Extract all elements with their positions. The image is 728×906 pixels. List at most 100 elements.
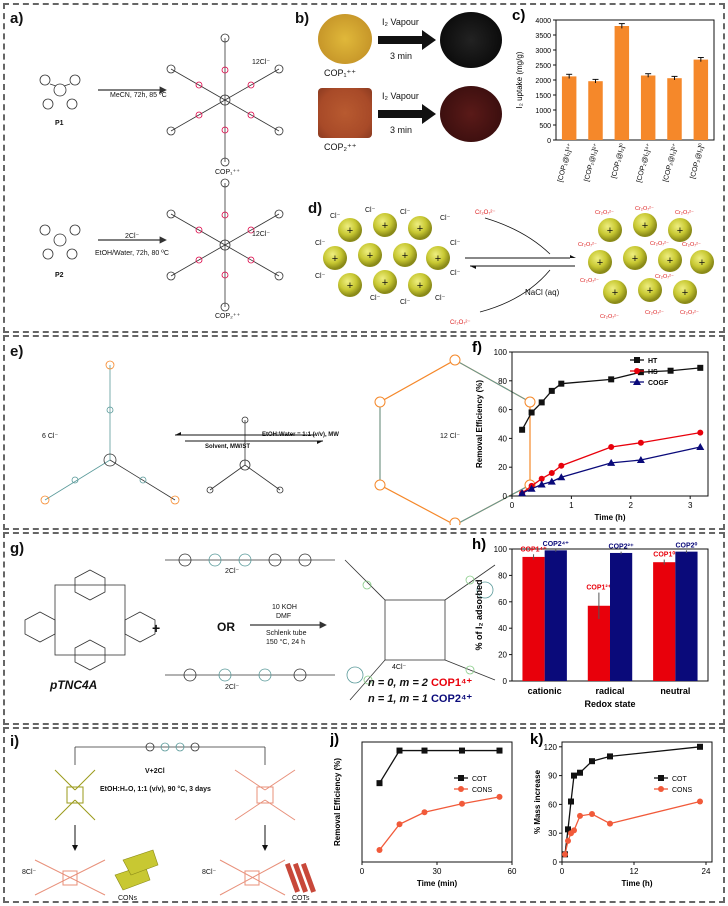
chart-h-bar-label: COP1⁴⁺ <box>520 546 547 553</box>
chart-h-bar <box>587 605 610 681</box>
chart-j-legend-marker <box>458 775 464 781</box>
svg-text:Cl⁻: Cl⁻ <box>440 215 451 222</box>
chart-c-xtick-label: [COP₁@I₂]²⁺ <box>584 142 601 182</box>
chart-j-legend-label: CONS <box>472 787 493 794</box>
svg-text:+: + <box>347 225 353 237</box>
label-p1: P1 <box>55 120 64 127</box>
chart-k-point <box>589 811 595 817</box>
chart-f-point <box>607 458 616 466</box>
svg-text:Cl⁻: Cl⁻ <box>330 213 341 220</box>
svg-text:Cr₂O₇²⁻: Cr₂O₇²⁻ <box>600 314 619 320</box>
chart-f-point <box>528 409 535 416</box>
chart-k-point <box>562 851 568 858</box>
svg-text:Cr₂O₇²⁻: Cr₂O₇²⁻ <box>682 242 701 248</box>
chart-f-point <box>547 477 556 485</box>
chart-k-point <box>565 826 571 833</box>
svg-text:+: + <box>677 225 683 237</box>
chart-f-xtick-label: 2 <box>629 501 634 510</box>
chart-f-point <box>538 475 545 482</box>
chart-k-point <box>571 772 577 779</box>
svg-text:+: + <box>642 220 648 232</box>
chart-k-point <box>607 820 613 827</box>
chart-c-xtick-label: [COP₂@I₂]²⁺ <box>662 142 679 182</box>
label-b-cop1: COP₁⁺⁺ <box>324 68 357 78</box>
svg-text:+: + <box>347 280 353 292</box>
label-g-cop1: COP1⁴⁺ <box>430 677 473 689</box>
chart-k-series-line <box>564 746 701 855</box>
chart-h-ytick-label: 20 <box>498 651 507 660</box>
chart-k-ytick-label: 0 <box>553 858 558 867</box>
label-i2-vapour-2: I₂ Vapour <box>382 91 419 101</box>
chart-j-xtick-label: 30 <box>433 867 442 876</box>
chart-c-xtick-label: [COP₁@I₂]⁰ <box>610 142 627 179</box>
chart-f-point <box>667 367 674 374</box>
chart-f-ytick-label: 100 <box>494 348 508 357</box>
label-d: d) <box>308 200 323 217</box>
chart-j-ylabel: Removal Efficiency (%) <box>333 758 342 846</box>
svg-text:Cr₂O₇²⁻: Cr₂O₇²⁻ <box>645 310 664 316</box>
chart-j-point <box>396 747 403 754</box>
label-cl-a1: 12Cl⁻ <box>252 59 271 66</box>
scheme-e <box>40 354 536 525</box>
chart-k-frame <box>561 741 713 863</box>
label-g-2cl-bottom: 2Cl⁻ <box>225 684 240 691</box>
chart-c-bar <box>614 26 630 140</box>
chart-k-ytick-label: 90 <box>548 772 557 781</box>
chart-h-bar-label: COP2⁰ <box>676 541 698 549</box>
chart-k-xtick-label: 12 <box>630 867 639 876</box>
label-g-4cl: 4Cl⁻ <box>392 664 407 671</box>
chart-h-ytick-label: 0 <box>503 677 508 686</box>
chart-h-xtick-label: neutral <box>660 686 690 696</box>
label-cl-a2: 12Cl⁻ <box>252 231 271 238</box>
chart-j-xtick-label: 60 <box>508 867 517 876</box>
chart-c-xtick-label: [COP₂@I₂]⁰ <box>689 142 706 179</box>
svg-text:Cr₂O₇²⁻: Cr₂O₇²⁻ <box>595 210 614 216</box>
chart-h-ylabel: % of I₂ adsorbed <box>474 579 484 650</box>
chart-k-label: k) <box>530 731 543 748</box>
chart-f-ytick-label: 0 <box>503 492 508 501</box>
chart-h-xtick-label: radical <box>595 686 624 696</box>
svg-text:Cr₂O₇²⁻: Cr₂O₇²⁻ <box>475 210 496 216</box>
chart-h-bar-label: COP2²⁺ <box>609 544 634 551</box>
svg-text:+: + <box>632 253 638 265</box>
chart-f-legend-label: HT <box>648 358 658 365</box>
svg-text:+: + <box>417 280 423 292</box>
chart-h-bar <box>544 550 567 681</box>
arrow-b1 <box>378 30 436 50</box>
chart-f-point <box>637 439 644 446</box>
svg-text:NaCl (aq): NaCl (aq) <box>525 288 560 297</box>
chart-c-ytick-label: 3500 <box>535 33 551 40</box>
panel-ef <box>3 335 725 530</box>
label-i-8cl-left: 8Cl⁻ <box>22 869 37 876</box>
reaction-conditions-a1: MeCN, 72h, 85 ºC <box>110 92 167 99</box>
label-time-1: 3 min <box>390 51 413 61</box>
svg-text:Cr₂O₇²⁻: Cr₂O₇²⁻ <box>650 241 669 247</box>
chart-f-point <box>548 469 555 476</box>
svg-text:Cr₂O₇²⁻: Cr₂O₇²⁻ <box>450 320 471 326</box>
label-i-cots: COTs <box>292 895 310 902</box>
chart-c-ytick-label: 0 <box>547 138 551 145</box>
chart-j-point <box>376 847 383 853</box>
chart-c-ytick-label: 1000 <box>535 108 551 115</box>
chart-f-legend-label: COGF <box>648 380 669 387</box>
svg-text:+: + <box>699 257 705 269</box>
chart-h-bar <box>610 552 633 681</box>
chart-j-legend-label: COT <box>472 776 488 783</box>
chart-k-ytick-label: 60 <box>548 800 557 809</box>
chart-c-ytick-label: 3000 <box>535 48 551 55</box>
svg-text:Cr₂O₇²⁻: Cr₂O₇²⁻ <box>675 210 694 216</box>
chart-f-point <box>558 462 565 469</box>
svg-text:Cl⁻: Cl⁻ <box>450 270 461 277</box>
svg-text:Cr₂O₇²⁻: Cr₂O₇²⁻ <box>680 310 699 316</box>
chart-j-xlabel: Time (min) <box>417 879 458 888</box>
arrow-b2 <box>378 104 436 124</box>
svg-text:+: + <box>402 250 408 262</box>
chart-h-bar <box>522 556 545 681</box>
label-g-2cl-top: 2Cl⁻ <box>225 568 240 575</box>
chart-f-point <box>538 399 545 406</box>
chart-h-ytick-label: 60 <box>498 598 507 607</box>
chart-h-bar-label: COP2⁴⁺ <box>543 541 570 548</box>
label-e-conditions-left: Solvent, MW/ST <box>205 444 250 450</box>
